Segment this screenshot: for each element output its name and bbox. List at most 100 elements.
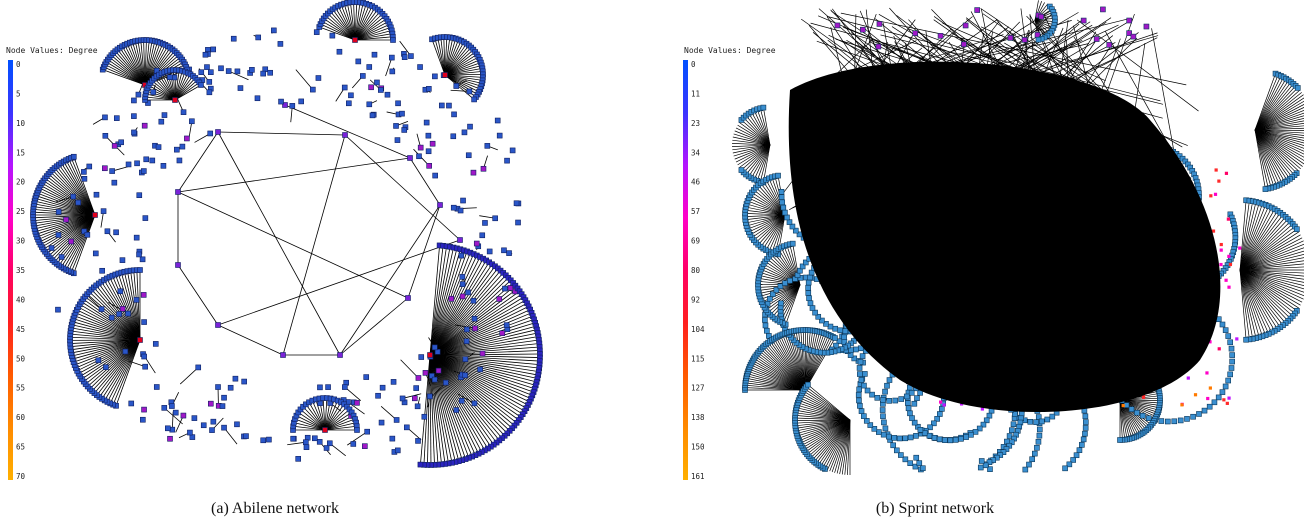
network-node bbox=[1035, 36, 1042, 43]
network-node bbox=[427, 393, 433, 400]
network-node bbox=[399, 110, 405, 117]
network-node bbox=[417, 461, 424, 468]
network-node bbox=[70, 193, 76, 200]
network-node bbox=[1009, 427, 1015, 434]
network-node bbox=[882, 388, 888, 395]
network-node bbox=[913, 454, 920, 461]
network-node bbox=[443, 379, 449, 386]
network-node bbox=[282, 102, 288, 108]
network-node bbox=[414, 403, 421, 410]
network-node bbox=[1079, 442, 1085, 448]
network-node bbox=[453, 83, 460, 89]
network-node bbox=[355, 58, 362, 65]
network-node bbox=[855, 392, 862, 398]
scale-tick-label: 104 bbox=[691, 325, 705, 334]
network-node bbox=[858, 377, 865, 383]
network-node bbox=[513, 200, 520, 207]
network-node bbox=[260, 70, 266, 77]
network-node bbox=[926, 432, 933, 439]
network-node bbox=[241, 378, 247, 385]
network-node bbox=[482, 220, 488, 226]
network-node bbox=[1049, 413, 1056, 420]
network-node bbox=[432, 73, 438, 80]
network-node bbox=[867, 422, 874, 428]
network-node bbox=[348, 92, 354, 99]
network-node bbox=[1225, 377, 1232, 384]
network-node bbox=[249, 67, 255, 73]
network-node bbox=[434, 349, 441, 355]
scale-tick-label: 15 bbox=[16, 148, 25, 157]
high-degree-node bbox=[1214, 168, 1218, 172]
network-node bbox=[786, 219, 793, 225]
network-node bbox=[118, 139, 124, 146]
network-node bbox=[266, 436, 272, 443]
network-node bbox=[375, 392, 381, 399]
high-degree-node bbox=[1213, 192, 1218, 196]
network-node bbox=[289, 103, 296, 109]
network-node bbox=[738, 167, 745, 173]
network-node bbox=[137, 267, 143, 273]
network-node bbox=[496, 132, 503, 139]
network-node bbox=[198, 69, 205, 76]
network-node bbox=[504, 157, 510, 164]
scale-tick-label: 50 bbox=[16, 354, 26, 363]
network-node bbox=[937, 411, 943, 417]
network-node bbox=[429, 140, 436, 147]
network-node bbox=[503, 322, 510, 328]
network-node bbox=[886, 377, 893, 383]
network-node bbox=[128, 400, 135, 407]
network-node bbox=[142, 363, 148, 370]
network-node bbox=[834, 22, 841, 29]
network-node bbox=[426, 86, 432, 92]
network-node bbox=[366, 64, 373, 70]
network-node bbox=[68, 238, 74, 245]
network-node bbox=[770, 291, 776, 297]
network-node bbox=[1032, 450, 1038, 457]
high-degree-node bbox=[1211, 229, 1216, 233]
network-node bbox=[416, 153, 422, 160]
network-node bbox=[431, 344, 438, 351]
network-node bbox=[55, 306, 61, 313]
network-node bbox=[1196, 411, 1202, 417]
high-degree-node bbox=[1238, 246, 1242, 250]
network-node bbox=[267, 69, 273, 76]
network-node bbox=[1134, 409, 1140, 416]
scale-tick-label: 34 bbox=[691, 148, 701, 157]
network-node bbox=[891, 435, 898, 441]
scale-tick-label: 23 bbox=[691, 119, 700, 128]
network-node bbox=[962, 22, 969, 29]
network-node bbox=[1106, 42, 1113, 48]
network-node bbox=[893, 447, 900, 454]
network-node bbox=[1294, 226, 1300, 233]
network-node bbox=[1036, 432, 1043, 439]
network-node bbox=[200, 422, 207, 429]
network-node bbox=[862, 371, 868, 377]
network-node bbox=[1126, 30, 1132, 36]
network-node bbox=[1219, 321, 1226, 328]
network-node bbox=[1062, 465, 1068, 472]
high-degree-node bbox=[1208, 386, 1212, 390]
network-node bbox=[342, 384, 348, 390]
caption-a: (a) Abilene network bbox=[211, 500, 339, 517]
network-node bbox=[84, 231, 91, 238]
network-node bbox=[892, 397, 899, 404]
network-node bbox=[809, 305, 816, 311]
scale-tick-label: 150 bbox=[691, 443, 705, 452]
network-node bbox=[1010, 421, 1017, 428]
network-node bbox=[1080, 436, 1087, 443]
network-node bbox=[271, 27, 277, 34]
network-node bbox=[837, 327, 843, 334]
network-node bbox=[109, 168, 115, 174]
network-node bbox=[762, 322, 769, 329]
network-node bbox=[912, 30, 919, 37]
network-node bbox=[295, 456, 302, 462]
network-node bbox=[399, 395, 406, 402]
network-node bbox=[857, 403, 863, 409]
network-node bbox=[149, 157, 156, 164]
network-node bbox=[462, 372, 468, 379]
network-node bbox=[961, 41, 967, 48]
network-node bbox=[977, 464, 984, 471]
network-node bbox=[141, 122, 148, 129]
network-node bbox=[103, 364, 109, 370]
